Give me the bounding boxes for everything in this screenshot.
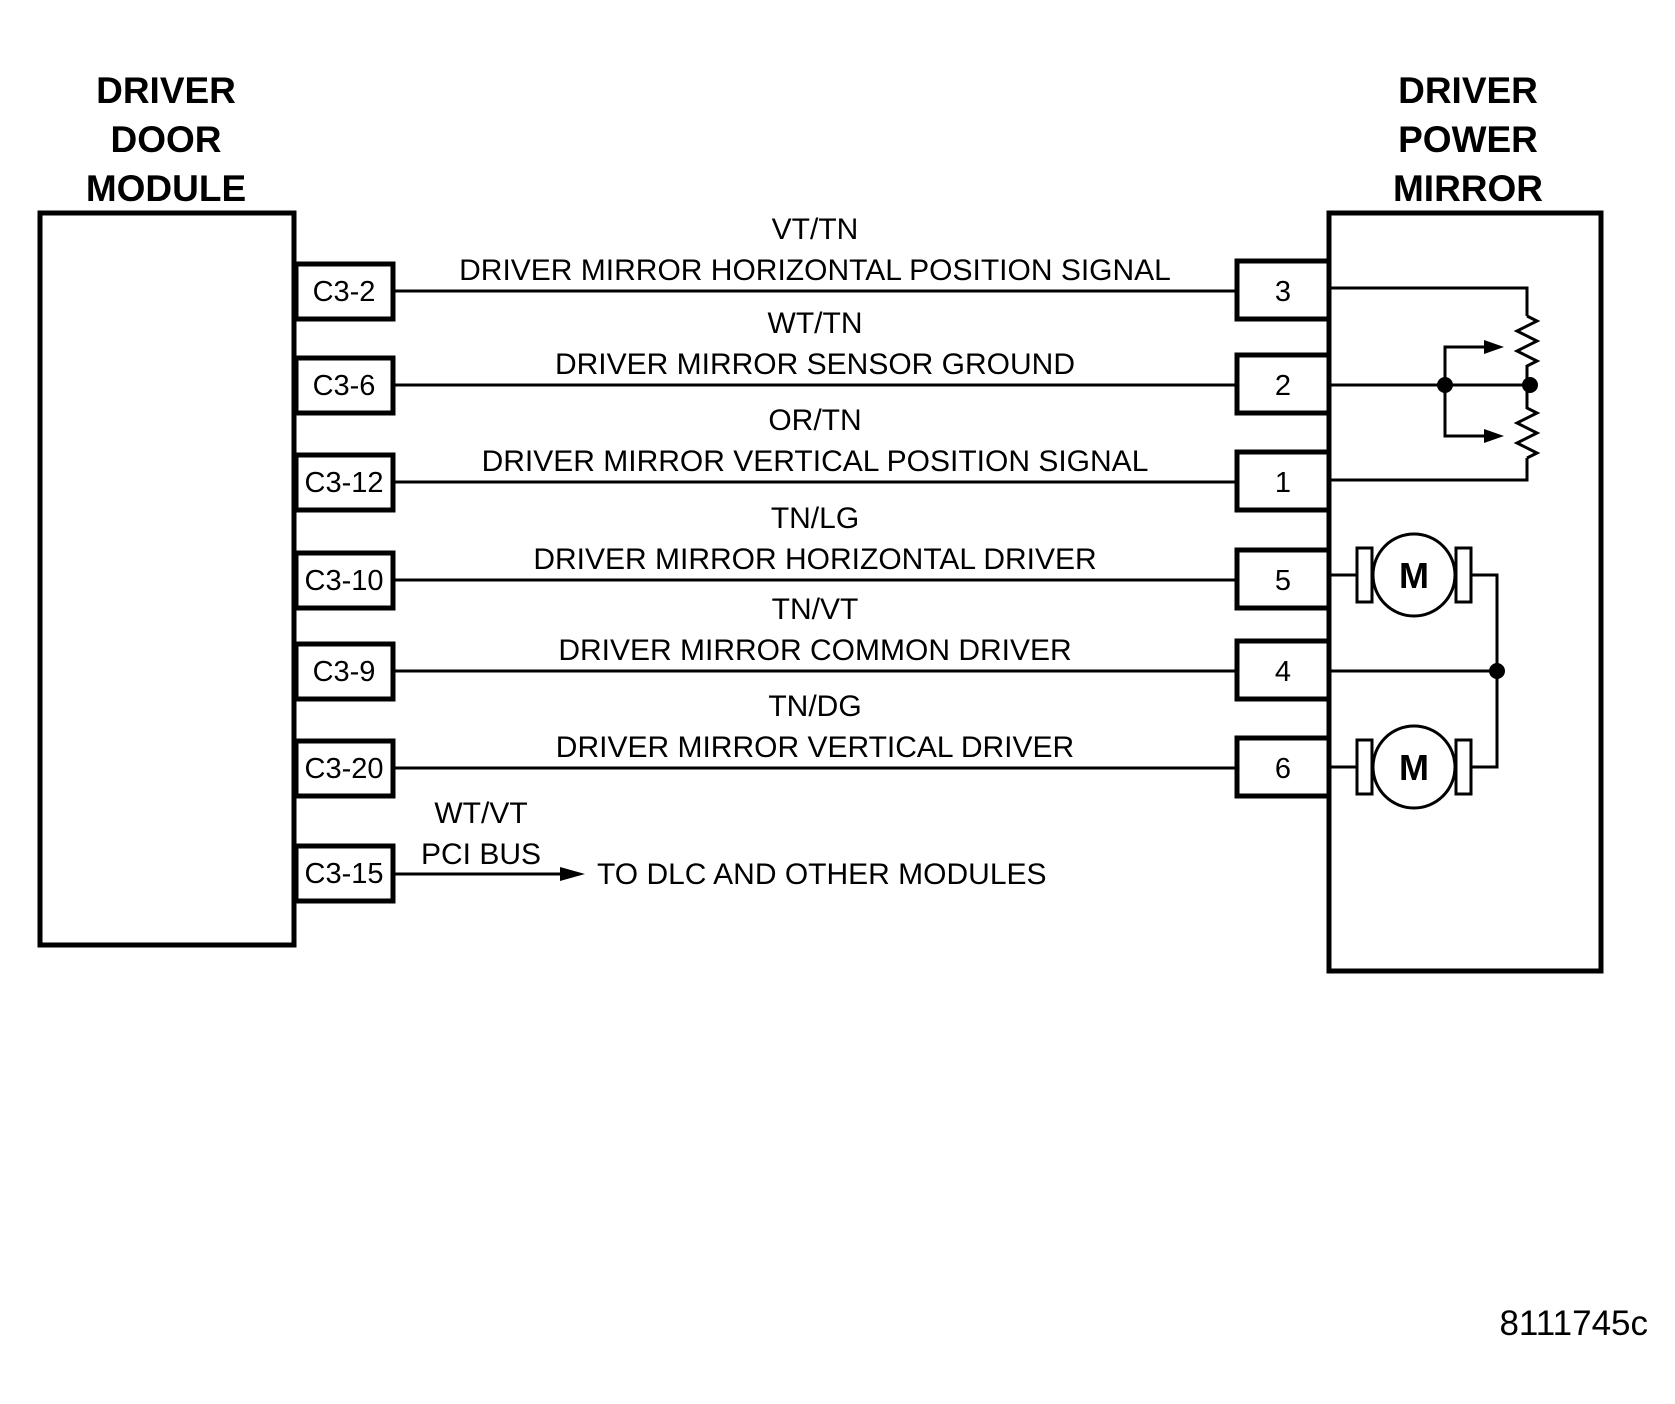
circuit-row: C3-6 2 WT/TN DRIVER MIRROR SENSOR GROUND	[293, 307, 1332, 416]
wire-color-label: OR/TN	[768, 404, 861, 437]
sensor-junction-dot-right	[1522, 377, 1538, 393]
right-pin-label: 5	[1275, 565, 1291, 597]
motor-horizontal-icon	[1371, 532, 1457, 618]
wire-color-label: WT/TN	[768, 307, 863, 340]
circuit-name-label: DRIVER MIRROR HORIZONTAL DRIVER	[533, 543, 1096, 576]
circuit-name-label: DRIVER MIRROR COMMON DRIVER	[558, 634, 1071, 667]
sensor-junction-dot-left	[1437, 377, 1453, 393]
pci-bus: C3-15 WT/VT PCI BUS TO DLC AND OTHER MOD…	[293, 797, 1047, 904]
right-pin-box	[1234, 449, 1332, 513]
left-pin-box	[293, 452, 396, 513]
wire-color-label: TN/DG	[768, 690, 861, 723]
bus-arrow-icon	[560, 867, 585, 881]
circuits-group: C3-2 3 VT/TN DRIVER MIRROR HORIZONTAL POSIT…	[293, 213, 1332, 799]
sensor-wire-bottom	[1329, 458, 1529, 482]
left-pin-box	[293, 355, 396, 416]
bus-color-label: WT/VT	[434, 797, 527, 830]
left-module-title-line-3: MODULE	[86, 168, 246, 209]
circuit-row: C3-20 6 TN/DG DRIVER MIRROR VERTICAL DRIVER	[293, 690, 1332, 799]
circuit-name-label: DRIVER MIRROR HORIZONTAL POSITION SIGNAL	[459, 254, 1171, 287]
circuit-name-label: DRIVER MIRROR VERTICAL POSITION SIGNAL	[482, 445, 1149, 478]
left-pin-label: C3-12	[305, 467, 384, 499]
right-pin-label: 2	[1275, 370, 1291, 402]
left-module-title-line-1: DRIVER	[96, 70, 236, 111]
circuit-row: C3-12 1 OR/TN DRIVER MIRROR VERTICAL POSITI…	[293, 404, 1332, 513]
left-pin-label: C3-10	[305, 565, 384, 597]
left-pin-label: C3-2	[313, 276, 376, 308]
circuit-row: C3-10 5 TN/LG DRIVER MIRROR HORIZONTAL DRIV…	[293, 502, 1332, 611]
right-pin-box	[1234, 258, 1332, 322]
motor-vertical-icon	[1371, 724, 1457, 810]
common-junction-dot	[1489, 663, 1505, 679]
left-module-title-line-2: DOOR	[111, 119, 222, 160]
motor-vertical-label: M	[1399, 747, 1429, 788]
bus-left-pin-box	[293, 843, 396, 904]
wire-color-label: VT/TN	[772, 213, 859, 246]
circuit-name-label: DRIVER MIRROR SENSOR GROUND	[555, 348, 1075, 381]
left-pin-box	[293, 550, 396, 611]
sensor-wire-top	[1329, 286, 1529, 316]
circuit-row: C3-9 4 TN/VT DRIVER MIRROR COMMON DRIVER	[293, 593, 1332, 702]
right-pin-label: 1	[1275, 467, 1291, 499]
left-pin-label: C3-9	[313, 656, 376, 688]
bus-destination-label: TO DLC AND OTHER MODULES	[597, 858, 1047, 891]
wiper-arrow-upper	[1484, 340, 1504, 354]
left-pin-box	[293, 261, 396, 322]
figure-id: 8111745c	[1499, 1304, 1648, 1343]
right-pin-box	[1234, 547, 1332, 611]
left-pin-box	[293, 738, 396, 799]
right-pin-label: 6	[1275, 753, 1291, 785]
right-module-title-line-3: MIRROR	[1393, 168, 1543, 209]
circuit-name-label: DRIVER MIRROR VERTICAL DRIVER	[556, 731, 1074, 764]
left-pin-label: C3-6	[313, 370, 376, 402]
motor-horizontal-label: M	[1399, 555, 1429, 596]
left-pin-box	[293, 641, 396, 702]
right-module-title: DRIVER POWER MIRROR	[1393, 70, 1543, 209]
driver-door-module-box	[37, 210, 297, 948]
bus-name-label: PCI BUS	[421, 838, 541, 871]
right-pin-box	[1234, 352, 1332, 416]
right-pin-box	[1234, 735, 1332, 799]
wiper-arrow-lower	[1484, 429, 1504, 443]
right-pin-label: 3	[1275, 276, 1291, 308]
wiper-path-lower	[1443, 385, 1488, 438]
driver-power-mirror-box	[1326, 210, 1604, 974]
circuit-row: C3-2 3 VT/TN DRIVER MIRROR HORIZONTAL POSIT…	[293, 213, 1332, 322]
right-module-title-line-1: DRIVER	[1398, 70, 1538, 111]
position-sensor	[1329, 286, 1541, 482]
bus-left-pin-label: C3-15	[305, 858, 384, 890]
left-pin-label: C3-20	[305, 753, 384, 785]
motors: M M	[1329, 532, 1505, 810]
right-pin-label: 4	[1275, 656, 1291, 688]
wire-color-label: TN/VT	[772, 593, 859, 626]
wire-color-label: TN/LG	[771, 502, 859, 535]
left-module-title: DRIVER DOOR MODULE	[86, 70, 246, 209]
right-module-title-line-2: POWER	[1398, 119, 1538, 160]
